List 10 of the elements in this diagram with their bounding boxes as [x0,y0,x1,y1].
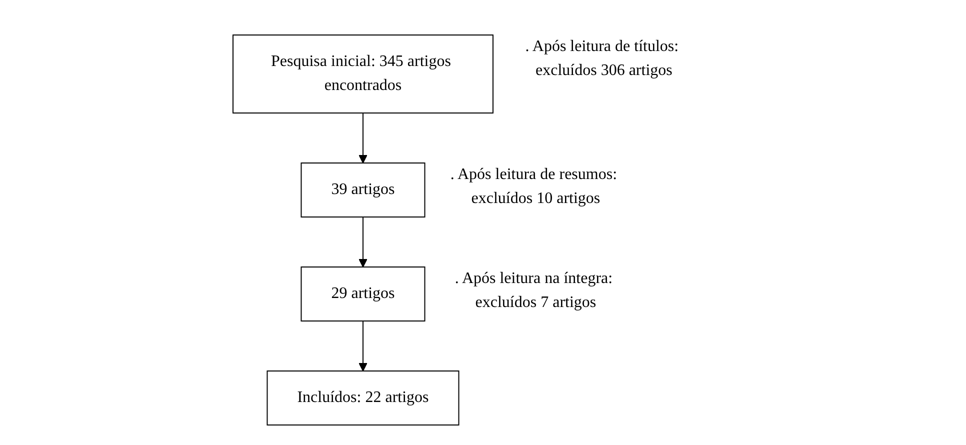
node-box: Pesquisa inicial: 345 artigos encontrados [232,34,494,114]
arrow [358,216,367,268]
node-box: 39 artigos [300,162,425,218]
node-box: 29 artigos [300,266,425,322]
arrow [358,320,367,372]
node-label: . Após leitura na íntegra: excluídos 7 artigos [454,270,612,311]
node-label: . Após leitura de títulos: excluídos 306 artigos [524,38,678,79]
node-label: . Após leitura de resumos: excluídos 10 artigos [450,166,617,207]
arrow [358,112,367,164]
node-box: Incluídos: 22 artigos [266,370,459,426]
